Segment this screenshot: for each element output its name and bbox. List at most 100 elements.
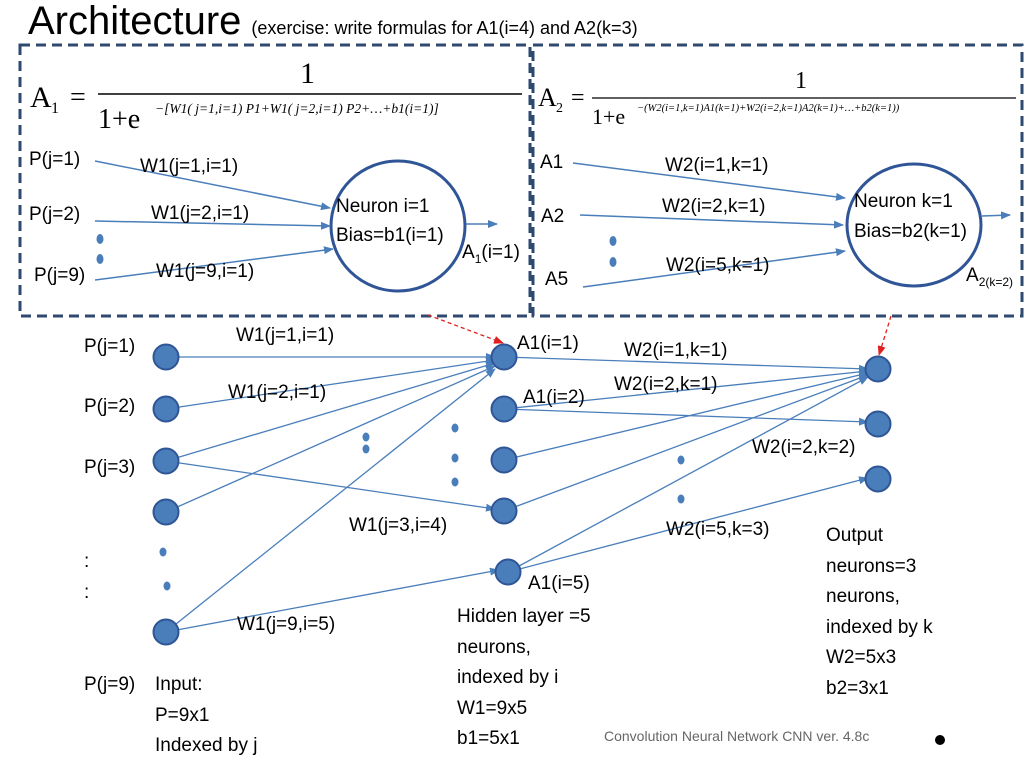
net-input-colon: :: [84, 582, 90, 603]
footer-text: Convolution Neural Network CNN ver. 4.8c: [604, 728, 870, 744]
formula-a2: A 2 = 1 1+e −(W2(i=1,k=1)A1(k=1)+W2(i=2,…: [538, 68, 1016, 129]
net-input-label: P(j=2): [84, 396, 136, 417]
ellipsis-dot: [451, 477, 459, 487]
network-edge: [503, 371, 869, 461]
formula-a2-exponent: −(W2(i=1,k=1)A1(k=1)+W2(i=2,k=1)A2(k=1)+…: [637, 103, 900, 114]
formula-a1-denominator: 1+e: [98, 104, 140, 135]
network-edge: [503, 356, 869, 373]
net-hidden-label: A1(i=5): [528, 573, 590, 594]
network-edge: [503, 408, 869, 426]
input-node: [152, 447, 180, 475]
neuron-i1-label: Neuron i=1: [336, 196, 430, 217]
formula-a1-lhs: A: [30, 81, 52, 114]
net-input-label: P(j=3): [84, 457, 136, 478]
neuron-i1-circle: [329, 159, 467, 293]
input-node: [152, 395, 180, 423]
net-w1-label: W1(j=2,i=1): [228, 382, 327, 403]
left-input-label: P(j=9): [34, 265, 86, 286]
net-w2-label: W2(i=2,k=2): [752, 437, 856, 458]
ellipsis-dot: [677, 494, 685, 504]
hidden-node: [490, 446, 518, 474]
network-edge: [165, 460, 496, 512]
svg-text:=: =: [571, 85, 585, 111]
formula-a1-lhs-sub: 1: [51, 100, 59, 117]
network-edge: [165, 361, 496, 462]
hidden-node: [490, 395, 518, 423]
right-formula-panel: [531, 43, 1024, 318]
neuron-k1-circle: [845, 162, 983, 288]
right-input-label: A1: [540, 152, 564, 173]
right-weight-label: W2(i=1,k=1): [665, 155, 769, 176]
left-ellipsis-dot: [96, 234, 104, 244]
right-edge-2: [579, 214, 844, 229]
right-ellipsis-dot: [609, 257, 617, 267]
left-input-label: P(j=2): [29, 204, 81, 225]
input-node: [152, 618, 180, 646]
network-edge: [165, 357, 496, 410]
net-input-label: P(j=9): [84, 674, 136, 695]
ellipsis-dot: [677, 455, 685, 465]
right-weight-label: W2(i=5,k=1): [666, 255, 770, 276]
output-node: [864, 410, 892, 438]
slide-title: Architecture(exercise: write formulas fo…: [28, 0, 638, 51]
formula-a1-numerator: 1: [300, 57, 315, 90]
left-weight-label: W1(j=2,i=1): [151, 203, 250, 224]
formula-a2-denominator: 1+e: [592, 104, 625, 129]
network-edge: [503, 367, 869, 410]
left-edge-9: [94, 246, 334, 281]
right-output-arrow: [981, 211, 1011, 220]
network-edge: [503, 374, 869, 512]
net-hidden-label: A1(i=1): [517, 333, 579, 354]
left-edge-2: [94, 220, 331, 230]
input-node: [152, 343, 180, 371]
network-edge: [165, 567, 500, 633]
neuron-k1-label: Neuron k=1: [854, 191, 953, 212]
right-ellipsis-dot: [609, 236, 617, 246]
hidden-caption: Hidden layer =5 neurons, indexed by i W1…: [457, 606, 591, 749]
ellipsis-dot: [451, 453, 459, 463]
ellipsis-dot: [163, 581, 171, 591]
net-hidden-label: A1(i=2): [523, 387, 585, 408]
net-input-label: P(j=1): [84, 336, 136, 357]
network-edge: [507, 376, 869, 573]
net-w1-label: W1(j=3,i=4): [349, 515, 448, 536]
right-input-label: A2: [541, 206, 565, 227]
input-caption: Input: P=9x1 Indexed by j: [155, 674, 258, 756]
input-node: [152, 498, 180, 526]
net-w2-label: W2(i=1,k=1): [624, 340, 728, 361]
left-output-label: A1(i=1): [462, 242, 520, 266]
neuron-i1-bias: Bias=b1(i=1): [336, 225, 444, 246]
net-w1-label: W1(j=9,i=5): [237, 614, 336, 635]
pointer-to-hidden: [427, 314, 504, 344]
title-note: (exercise: write formulas for A1(i=4) an…: [251, 18, 638, 38]
hidden-node: [494, 558, 522, 586]
left-weight-label: W1(j=9,i=1): [156, 261, 255, 282]
right-weight-label: W2(i=2,k=1): [662, 196, 766, 217]
net-w2-label: W2(i=5,k=3): [666, 519, 770, 540]
right-input-label: A5: [545, 269, 569, 290]
left-input-label: P(j=1): [29, 149, 81, 170]
network-edge: [165, 368, 496, 633]
left-edge-1: [94, 160, 331, 211]
net-input-colon: :: [84, 551, 90, 572]
left-formula-panel: [18, 43, 532, 318]
formula-a2-lhs-sub: 2: [556, 101, 563, 116]
left-weight-label: W1(j=1,i=1): [140, 156, 239, 177]
output-node: [864, 355, 892, 383]
network-edge: [165, 365, 496, 513]
formula-a1-exponent: −[W1( j=1,i=1) P1+W1( j=2,i=1) P2+…+b1(i…: [155, 101, 439, 116]
ellipsis-dot: [159, 547, 167, 557]
net-w2-label: W2(i=2,k=1): [614, 374, 718, 395]
left-ellipsis-dot: [96, 254, 104, 264]
right-edge-5: [582, 248, 846, 288]
ellipsis-dot: [451, 423, 459, 433]
net-w1-label: W1(j=1,i=1): [236, 325, 335, 346]
formula-a2-numerator: 1: [795, 68, 807, 94]
hidden-node: [490, 343, 518, 371]
output-node: [864, 465, 892, 493]
right-edge-1: [572, 162, 846, 201]
footer-bullet: [935, 735, 945, 745]
ellipsis-dot: [362, 432, 370, 442]
